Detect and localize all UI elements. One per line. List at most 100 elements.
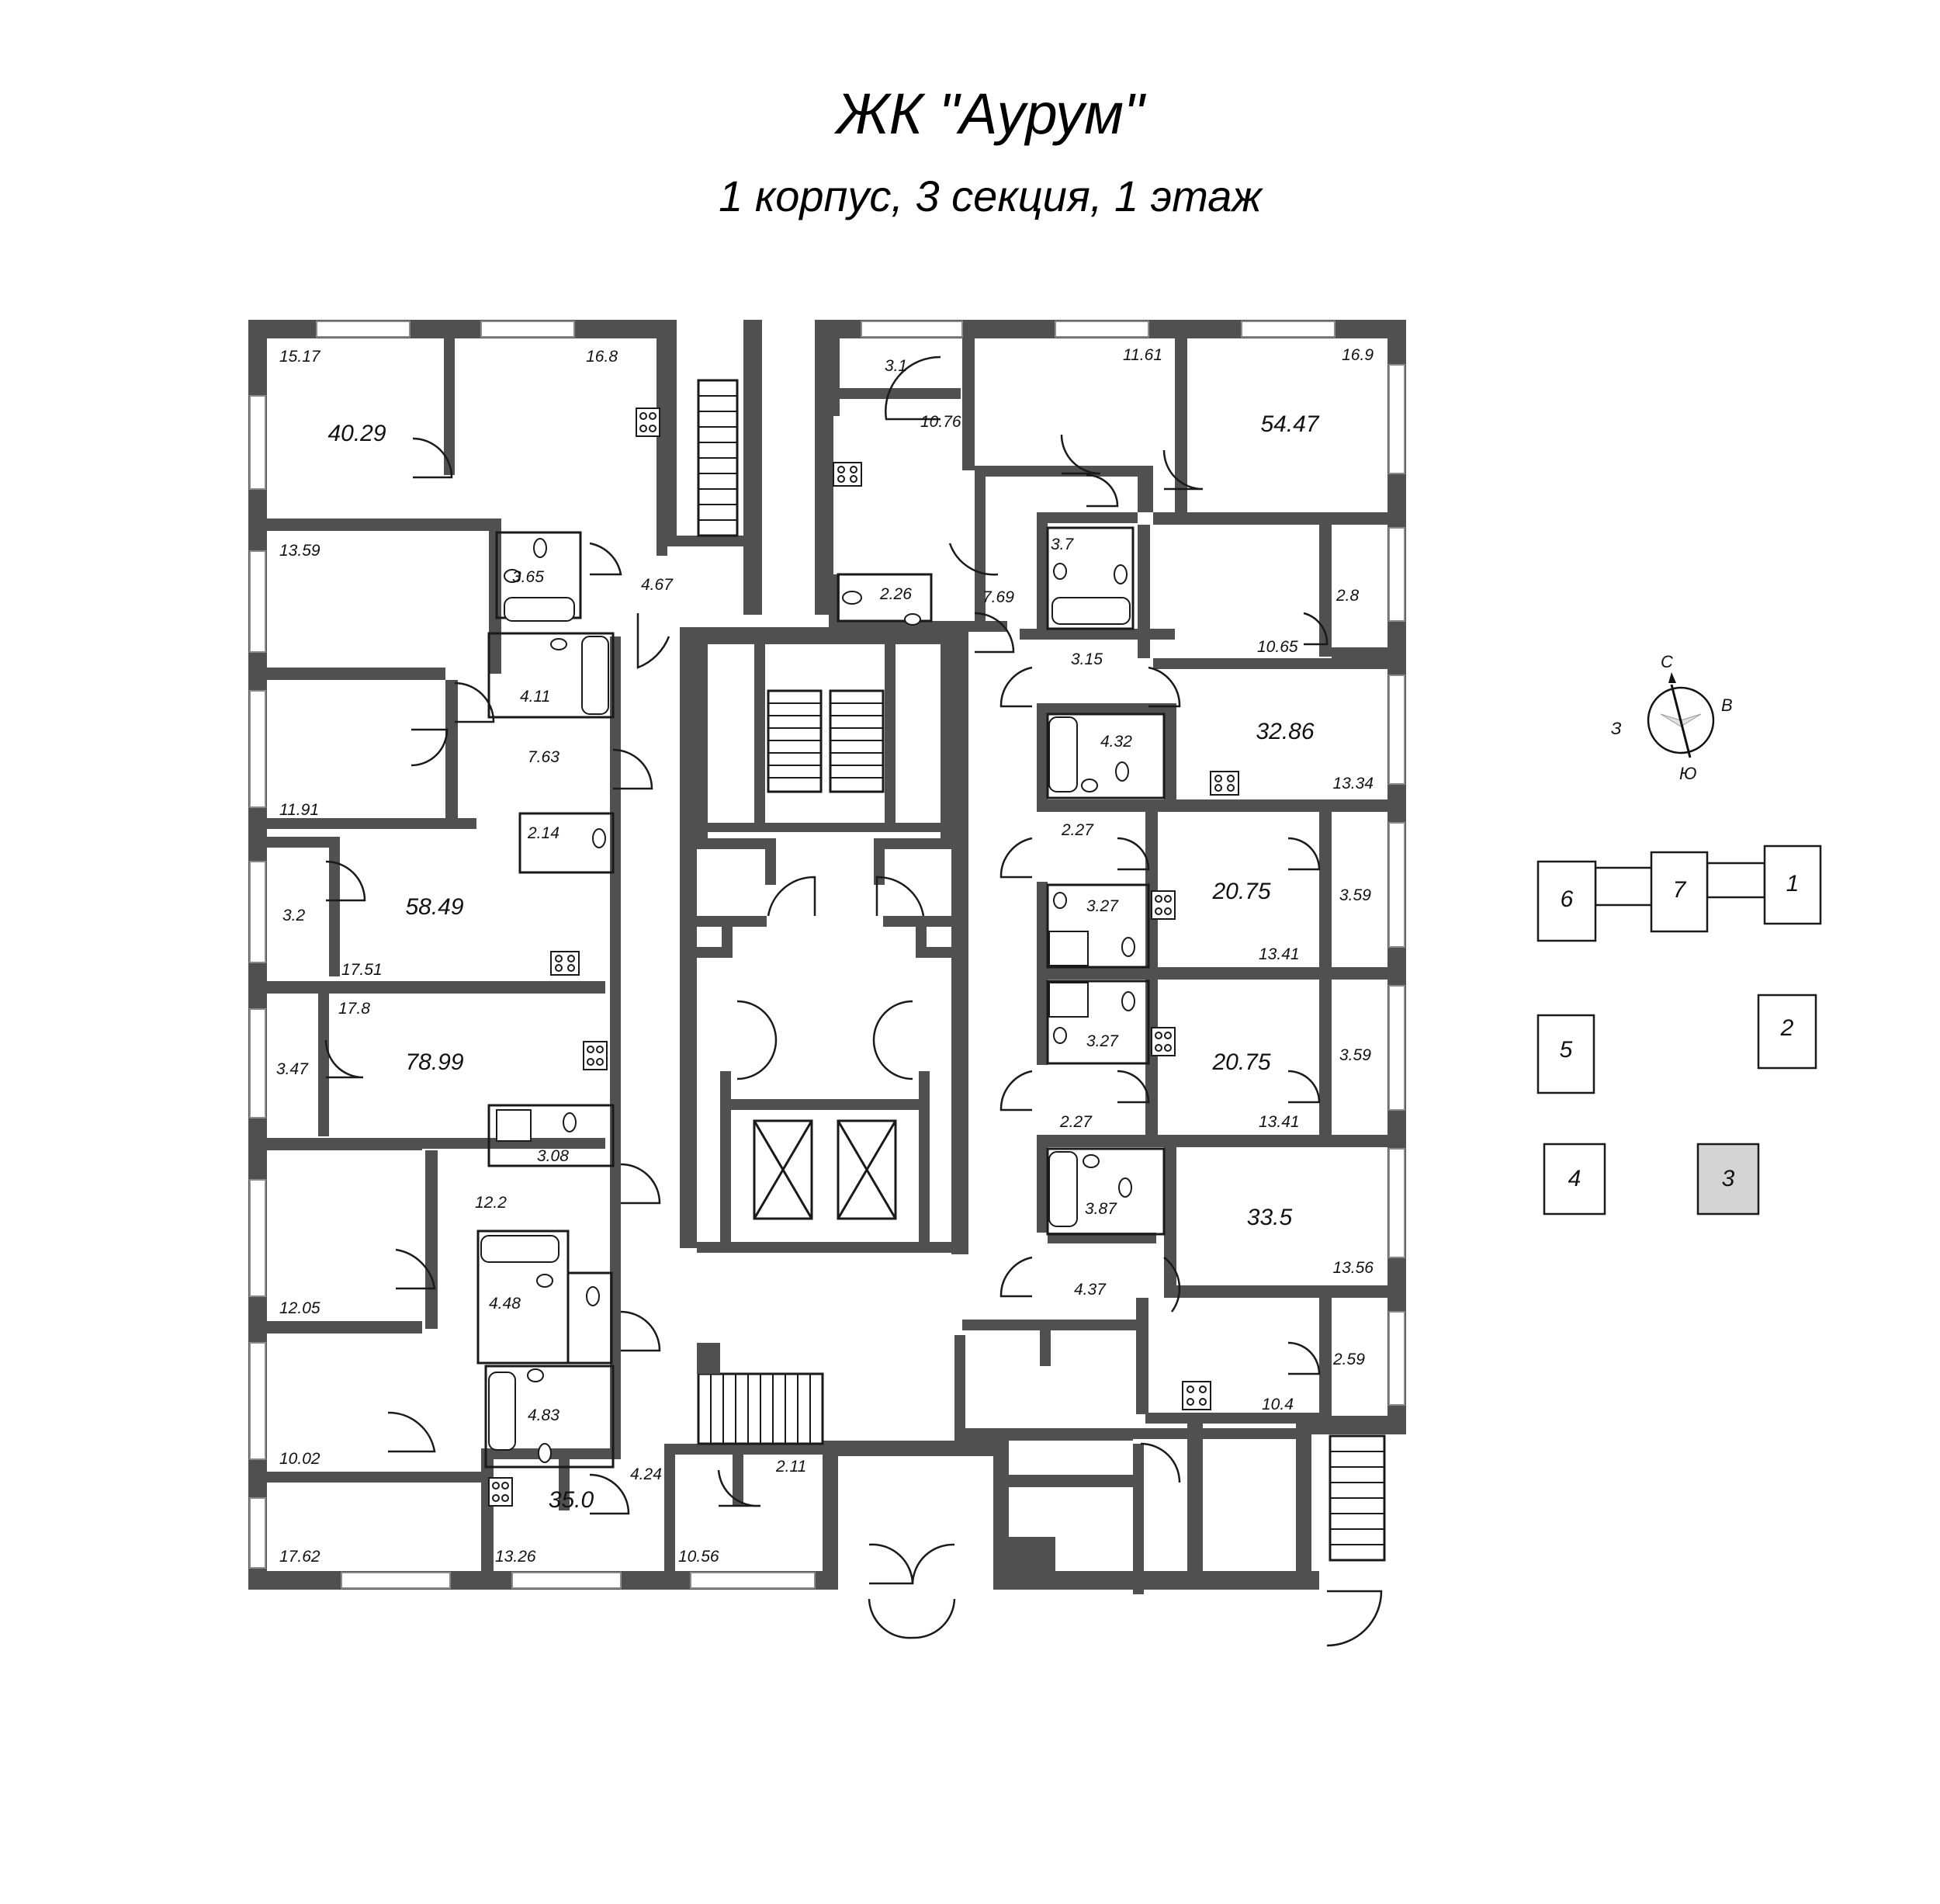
bathtub-icon: [504, 597, 575, 622]
room-area: 10.02: [279, 1450, 320, 1468]
room-area: 17.51: [341, 961, 383, 979]
key-section-6[interactable]: [1536, 860, 1597, 942]
room-area: 2.8: [1335, 587, 1360, 605]
room-area: 16.8: [586, 348, 618, 366]
apartment-apt-20-75-a: 20.75 2.27 3.27 13.41 3.59: [1061, 821, 1371, 963]
room-area: 13.41: [1259, 945, 1300, 963]
room-area: 10.56: [678, 1548, 719, 1566]
room-area: 2.27: [1059, 1113, 1093, 1131]
key-section-1[interactable]: [1763, 844, 1822, 925]
room-area: 11.61: [1123, 346, 1162, 364]
bathtub-icon: [1051, 597, 1131, 625]
room-area: 3.65: [512, 568, 544, 586]
key-section-7[interactable]: [1650, 851, 1709, 933]
room-area: 2.14: [527, 824, 559, 842]
key-section-3[interactable]: [1696, 1143, 1760, 1216]
room-area: 10.4: [1262, 1396, 1294, 1413]
bathtub-icon: [480, 1235, 559, 1263]
apartment-apt-40-29: 40.29 15.17 16.8 3.65 4.67: [279, 348, 674, 594]
toilet-icon: [592, 828, 606, 848]
sink-icon: [1053, 892, 1067, 909]
room-area: 3.27: [1086, 1032, 1119, 1050]
room-area: 13.59: [279, 542, 320, 560]
sink-icon: [1081, 779, 1098, 792]
core: [697, 379, 1386, 1562]
room-area: 3.08: [537, 1147, 569, 1165]
stove-icon: [1182, 1381, 1211, 1410]
toilet-icon: [538, 1443, 552, 1463]
apartment-total-area: 35.0: [549, 1487, 594, 1513]
doors: [324, 355, 1383, 1647]
room-area: 4.83: [528, 1406, 559, 1424]
sink-icon: [1053, 563, 1067, 580]
sink-icon: [504, 569, 521, 583]
room-area: 3.47: [276, 1060, 309, 1078]
stove-icon: [488, 1477, 513, 1507]
toilet-icon: [1121, 937, 1135, 957]
stove-icon: [1151, 890, 1176, 920]
compass: С Ю З В: [1611, 652, 1733, 783]
key-connector: [1706, 862, 1766, 899]
elevator-shaft-1: [753, 1119, 813, 1220]
sink-icon: [1053, 1027, 1067, 1044]
room-area: 16.9: [1342, 346, 1374, 364]
room-area: 4.67: [641, 576, 674, 594]
room-area: 4.32: [1100, 733, 1132, 751]
room-area: 3.59: [1339, 1046, 1371, 1064]
room-area: 2.26: [879, 585, 912, 603]
toilet-icon: [842, 591, 862, 605]
room-area: 13.26: [495, 1548, 536, 1566]
room-area: 12.05: [279, 1299, 320, 1317]
room-area: 17.8: [338, 1000, 370, 1018]
key-section-2[interactable]: [1757, 994, 1817, 1070]
apartment-apt-78-99: 78.99 17.8 3.47 3.08 12.2 12.05 4.48 10.…: [276, 1000, 569, 1468]
apartment-apt-58-49: 58.49 13.59 11.91 4.11 7.63 2.14 3.2 17.…: [279, 542, 559, 979]
key-connector: [1594, 866, 1654, 907]
room-area: 11.91: [279, 801, 319, 819]
compass-north: С: [1661, 652, 1673, 671]
apartment-apt-33-5: 33.5 3.87 4.37 13.56 2.59 10.4: [1074, 1200, 1374, 1413]
room-area: 13.56: [1332, 1259, 1374, 1277]
room-area: 13.41: [1259, 1113, 1300, 1131]
room-area: 7.69: [982, 588, 1014, 606]
key-section-label: 6: [1561, 886, 1574, 912]
stove-icon: [833, 462, 862, 487]
toilet-icon: [563, 1112, 577, 1132]
apartment-total-area: 40.29: [327, 421, 386, 446]
room-area: 3.59: [1339, 886, 1371, 904]
sink-icon: [527, 1368, 544, 1382]
apartment-total-area: 20.75: [1211, 1049, 1270, 1075]
sink-icon: [904, 613, 921, 626]
room-area: 13.34: [1332, 775, 1374, 792]
stove-icon: [550, 951, 580, 976]
key-section-5[interactable]: [1536, 1014, 1595, 1094]
bathtub-icon: [488, 1372, 516, 1451]
toilet-icon: [1115, 761, 1129, 782]
elevator-shaft-2: [837, 1119, 897, 1220]
stove-icon: [583, 1041, 608, 1070]
room-area: 3.2: [282, 907, 306, 924]
room-area: 3.87: [1085, 1200, 1117, 1218]
stair-treads: [698, 395, 1384, 1545]
bathtub-icon: [581, 636, 609, 715]
room-area: 2.27: [1061, 821, 1094, 839]
room-area: 3.7: [1051, 536, 1075, 553]
interior-walls: [267, 338, 1387, 1590]
apartment-total-area: 58.49: [405, 894, 463, 920]
compass-arrow-icon: [1670, 684, 1692, 758]
compass-east: В: [1721, 695, 1733, 715]
toilet-icon: [1114, 564, 1128, 584]
room-area: 3.15: [1071, 650, 1103, 668]
sink-icon: [536, 1274, 553, 1288]
compass-west: З: [1611, 719, 1622, 738]
room-area: 12.2: [475, 1194, 507, 1212]
toilet-icon: [1118, 1177, 1132, 1198]
apartment-apt-20-75-b: 20.75 3.27 2.27 13.41 3.59: [1059, 1032, 1371, 1131]
apartment-total-area: 33.5: [1247, 1205, 1293, 1230]
outer-walls: [248, 320, 1406, 1594]
stove-icon: [1210, 771, 1239, 796]
key-section-4[interactable]: [1543, 1143, 1606, 1216]
key-section-label: 3: [1722, 1166, 1735, 1191]
key-section-label: 7: [1673, 877, 1687, 903]
